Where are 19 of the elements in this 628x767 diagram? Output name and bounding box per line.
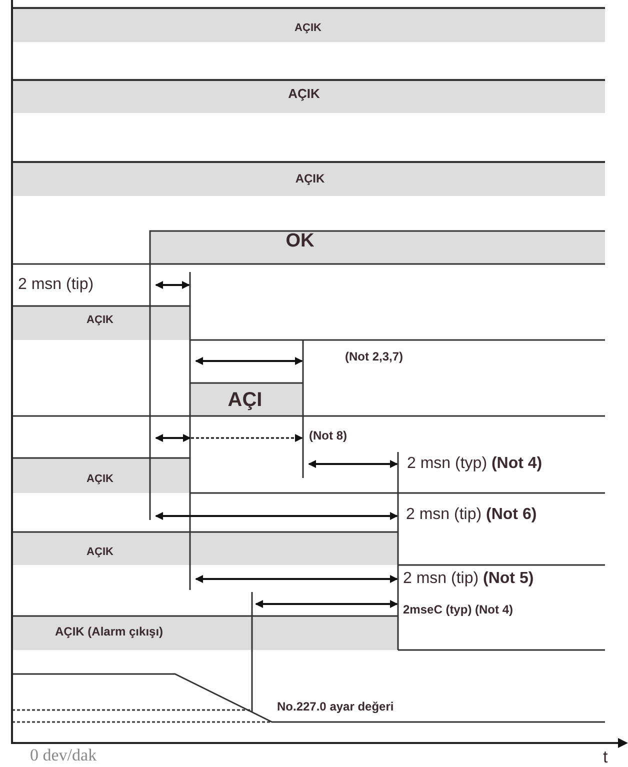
signal-label: AÇI	[228, 389, 262, 411]
signal-label: 2 msn (tip) (Not 5)	[403, 570, 534, 588]
signal-label: 2 msn (tip) (Not 6)	[406, 506, 537, 524]
signal-label: AÇIK	[288, 86, 320, 102]
signal-label: No.227.0 ayar değeri	[277, 700, 394, 714]
signal-label: (Not 8)	[309, 429, 347, 443]
signal-label: (Not 2,3,7)	[345, 350, 404, 364]
signal-label: OK	[286, 232, 314, 252]
signal-label: AÇIK	[86, 546, 114, 558]
signal-label: 0 dev/dak	[30, 746, 97, 766]
signal-label: AÇIK	[86, 472, 114, 486]
signal-label: 2mseC (typ) (Not 4)	[403, 603, 514, 617]
signal-label: 2 msn (tip)	[18, 276, 94, 294]
signal-label: 2 msn (typ) (Not 4)	[407, 455, 542, 473]
signal-label: AÇIK	[295, 172, 325, 186]
signal-label: AÇIK (Alarm çıkışı)	[55, 625, 164, 639]
signal-label: AÇIK	[86, 314, 114, 326]
signal-label: t	[603, 748, 608, 767]
signal-label: AÇIK	[294, 22, 322, 34]
